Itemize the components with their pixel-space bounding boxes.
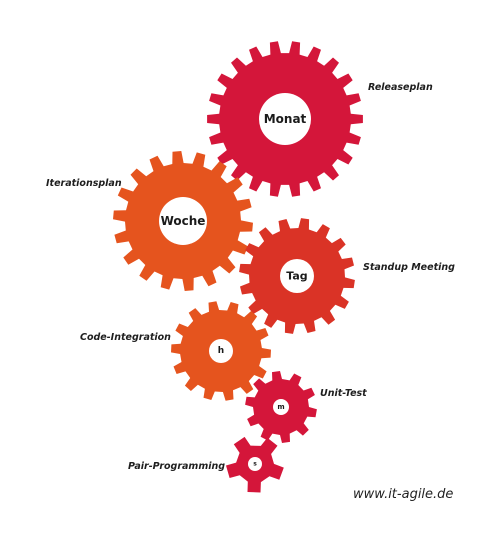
gear-woche-label: Woche — [161, 214, 206, 228]
gear-h-hole — [209, 339, 233, 363]
gear-m-label: m — [277, 403, 284, 411]
label-iterationsplan: Iterationsplan — [46, 178, 122, 189]
brand-url: www.it-agile.de — [353, 487, 453, 502]
gear-s: s — [226, 436, 284, 493]
gear-s-label: s — [253, 461, 257, 468]
label-standup-meeting: Standup Meeting — [363, 262, 455, 273]
gear-monat-label: Monat — [264, 112, 307, 126]
gear-m-hole — [273, 399, 289, 415]
gear-h: h — [171, 301, 271, 401]
gear-woche: Woche — [113, 151, 253, 291]
gear-tag-hole — [280, 259, 314, 293]
gear-m: m — [245, 371, 317, 443]
label-pair-programming: Pair-Programming — [128, 461, 225, 472]
gear-tag-label: Tag — [286, 270, 307, 283]
label-code-integration: Code-Integration — [80, 332, 171, 343]
label-unit-test: Unit-Test — [320, 388, 367, 399]
gear-woche-hole — [159, 197, 207, 245]
gear-h-label: h — [218, 346, 224, 356]
label-releaseplan: Releaseplan — [368, 82, 433, 93]
gear-s-hole — [248, 457, 262, 471]
gear-tag: Tag — [239, 218, 355, 334]
gear-monat: Monat — [207, 41, 363, 197]
gear-monat-hole — [259, 93, 311, 145]
